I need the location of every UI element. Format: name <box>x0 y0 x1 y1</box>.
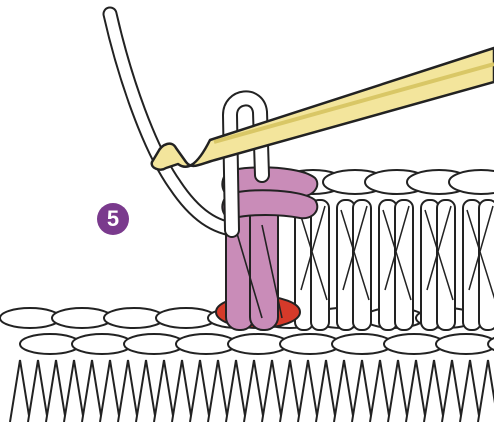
base-stitch-leg <box>298 360 318 422</box>
base-stitch-leg <box>82 360 102 422</box>
base-stitch-leg <box>64 360 84 422</box>
working-yarn-strand-fill <box>110 14 238 230</box>
base-stitch-leg <box>28 360 48 422</box>
base-stitch-leg <box>154 360 174 422</box>
tall-stitch-post <box>353 200 371 330</box>
tall-stitch-top <box>449 170 494 194</box>
base-stitch-leg <box>262 360 282 422</box>
base-stitch-leg <box>478 360 494 422</box>
base-stitch-leg <box>388 360 408 422</box>
base-stitch-leg <box>334 360 354 422</box>
base-stitch-leg <box>208 360 228 422</box>
base-stitch-leg <box>460 360 480 422</box>
base-stitch-leg <box>100 360 120 422</box>
tall-stitch-post <box>479 200 494 330</box>
working-yarn-strand <box>110 14 238 230</box>
base-stitch-leg <box>226 360 246 422</box>
base-stitch-leg <box>46 360 66 422</box>
tall-stitch-post <box>437 200 455 330</box>
base-stitch-leg <box>316 360 336 422</box>
base-stitch-leg <box>118 360 138 422</box>
base-stitch-leg <box>442 360 462 422</box>
tall-stitch-post <box>311 200 329 330</box>
base-stitch-leg <box>370 360 390 422</box>
base-stitch-leg <box>190 360 210 422</box>
base-stitch-leg <box>244 360 264 422</box>
base-stitch-leg <box>424 360 444 422</box>
base-stitch-leg <box>10 360 30 422</box>
base-stitch-leg <box>352 360 372 422</box>
base-stitch-leg <box>406 360 426 422</box>
base-stitch-leg <box>172 360 192 422</box>
base-stitch-leg <box>280 360 300 422</box>
tall-stitch-post <box>395 200 413 330</box>
worked-stitch-row <box>281 170 494 330</box>
step-number-badge: 5 <box>97 203 129 235</box>
chain-loop <box>436 334 494 354</box>
base-stitch-leg <box>136 360 156 422</box>
crochet-hook-icon <box>152 48 494 170</box>
